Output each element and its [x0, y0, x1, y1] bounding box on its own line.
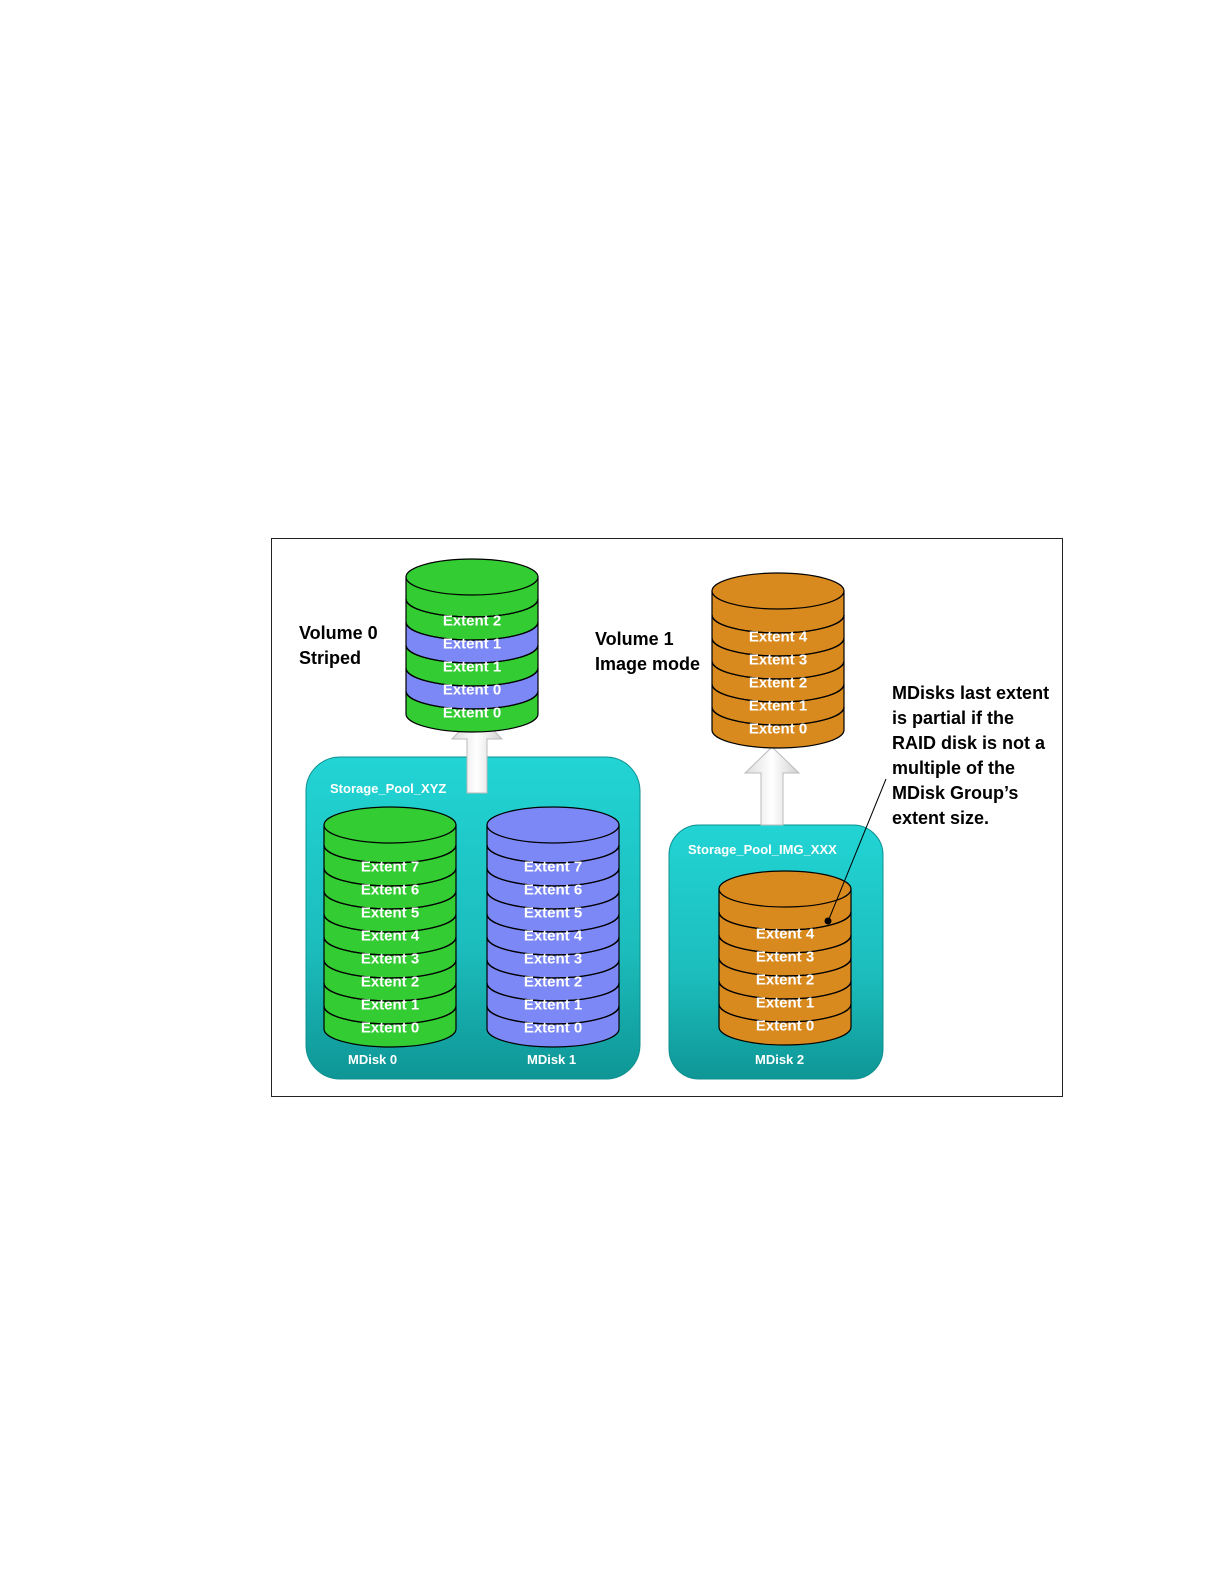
extent-separator	[323, 867, 457, 887]
note-pointer-line	[828, 778, 887, 920]
extent-separator	[323, 936, 457, 956]
cylinder-top-cap	[711, 572, 845, 610]
extent-separator	[718, 934, 852, 954]
extent-separator	[323, 982, 457, 1002]
mdisk1-label: MDisk 1	[527, 1052, 576, 1067]
extent-label: Extent 1	[749, 697, 807, 714]
extent-separator	[486, 867, 620, 887]
extent-separator	[405, 667, 539, 687]
extent-separator	[323, 959, 457, 979]
extent-separator	[711, 637, 845, 657]
extent-separator	[486, 890, 620, 910]
mdisk1-cylinder: Extent 7 Extent 6 Extent 5 Extent 4 Extent 3…	[486, 806, 620, 1048]
extent-label: Extent 3	[524, 950, 582, 967]
extent-label: Extent 4	[361, 927, 420, 944]
cylinder-top-cap	[323, 806, 457, 844]
extent-separator	[405, 598, 539, 618]
extent-separator	[711, 660, 845, 680]
extent-label: Extent 4	[749, 628, 808, 645]
diagram-frame: Storage_Pool_XYZ MDisk 0 MDisk 1 Storage…	[271, 538, 1063, 1097]
extent-label: Extent 1	[756, 994, 814, 1011]
extent-label: Extent 2	[524, 973, 582, 990]
pool-xyz-label: Storage_Pool_XYZ	[330, 781, 446, 796]
extent-label: Extent 1	[361, 996, 419, 1013]
extent-label: Extent 5	[361, 904, 419, 921]
extent-label: Extent 0	[749, 720, 807, 737]
extent-label: Extent 0	[756, 1017, 814, 1034]
note-line: MDisks last extent	[892, 683, 1049, 703]
mdisk2-label: MDisk 2	[755, 1052, 804, 1067]
extent-label: Extent 3	[361, 950, 419, 967]
extent-label: Extent 5	[524, 904, 582, 921]
volume1-cylinder: Extent 4 Extent 3 Extent 2 Extent 1 Extent 0	[711, 572, 845, 749]
extent-label: Extent 3	[749, 651, 807, 668]
extent-label: Extent 1	[443, 658, 501, 675]
extent-separator	[718, 1003, 852, 1023]
extent-separator	[405, 644, 539, 664]
extent-label: Extent 6	[361, 881, 419, 898]
extent-label: Extent 3	[756, 948, 814, 965]
extent-label: Extent 4	[524, 927, 583, 944]
extent-separator	[711, 614, 845, 634]
extent-separator	[323, 913, 457, 933]
extent-label: Extent 7	[361, 858, 419, 875]
arrow-up-icon	[743, 746, 801, 826]
extent-separator	[323, 844, 457, 864]
extent-label: Extent 0	[443, 681, 501, 698]
volume1-title: Volume 1	[595, 629, 674, 649]
extent-label: Extent 2	[749, 674, 807, 691]
extent-label: Extent 2	[443, 612, 501, 629]
extent-label: Extent 0	[524, 1019, 582, 1036]
extent-label: Extent 2	[756, 971, 814, 988]
extent-separator	[486, 936, 620, 956]
mdisk2-cylinder: Extent 4 Extent 3 Extent 2 Extent 1 Extent 0	[718, 870, 852, 1046]
note-line: RAID disk is not a	[892, 733, 1046, 753]
pool-img-label: Storage_Pool_IMG_XXX	[688, 842, 837, 857]
volume0-subtitle: Striped	[299, 648, 361, 668]
partial-extent-note: MDisks last extent is partial if the RAI…	[824, 683, 1049, 925]
extent-label: Extent 0	[443, 704, 501, 721]
extent-separator	[711, 683, 845, 703]
volume1-subtitle: Image mode	[595, 654, 700, 674]
extent-separator	[718, 980, 852, 1000]
extent-label: Extent 7	[524, 858, 582, 875]
volume0-cylinder: Extent 2 Extent 1 Extent 1 Extent 0 Extent 0	[405, 558, 539, 733]
extent-separator	[486, 1005, 620, 1025]
extent-label: Extent 6	[524, 881, 582, 898]
note-line: is partial if the	[892, 708, 1014, 728]
cylinder-top-cap	[486, 806, 620, 844]
extent-separator	[486, 913, 620, 933]
extent-separator	[405, 690, 539, 710]
cylinder-top-cap	[718, 870, 852, 908]
note-line: multiple of the	[892, 758, 1015, 778]
extent-label: Extent 2	[361, 973, 419, 990]
storage-diagram: Storage_Pool_XYZ MDisk 0 MDisk 1 Storage…	[299, 558, 1049, 1080]
mdisk0-label: MDisk 0	[348, 1052, 397, 1067]
extent-label: Extent 4	[756, 925, 815, 942]
extent-separator	[486, 844, 620, 864]
extent-separator	[323, 890, 457, 910]
extent-separator	[405, 621, 539, 641]
note-line: extent size.	[892, 808, 989, 828]
extent-separator	[711, 706, 845, 726]
extent-separator	[486, 959, 620, 979]
note-pointer-dot	[824, 917, 832, 925]
extent-separator	[718, 957, 852, 977]
arrow-up-icon	[450, 712, 504, 794]
extent-separator	[718, 911, 852, 931]
extent-label: Extent 1	[443, 635, 501, 652]
extent-separator	[486, 982, 620, 1002]
volume0-title: Volume 0	[299, 623, 378, 643]
extent-label: Extent 0	[361, 1019, 419, 1036]
extent-label: Extent 1	[524, 996, 582, 1013]
cylinder-top-cap	[405, 558, 539, 596]
note-line: MDisk Group’s	[892, 783, 1018, 803]
extent-separator	[323, 1005, 457, 1025]
mdisk0-cylinder: Extent 7 Extent 6 Extent 5 Extent 4 Extent 3…	[323, 806, 457, 1048]
